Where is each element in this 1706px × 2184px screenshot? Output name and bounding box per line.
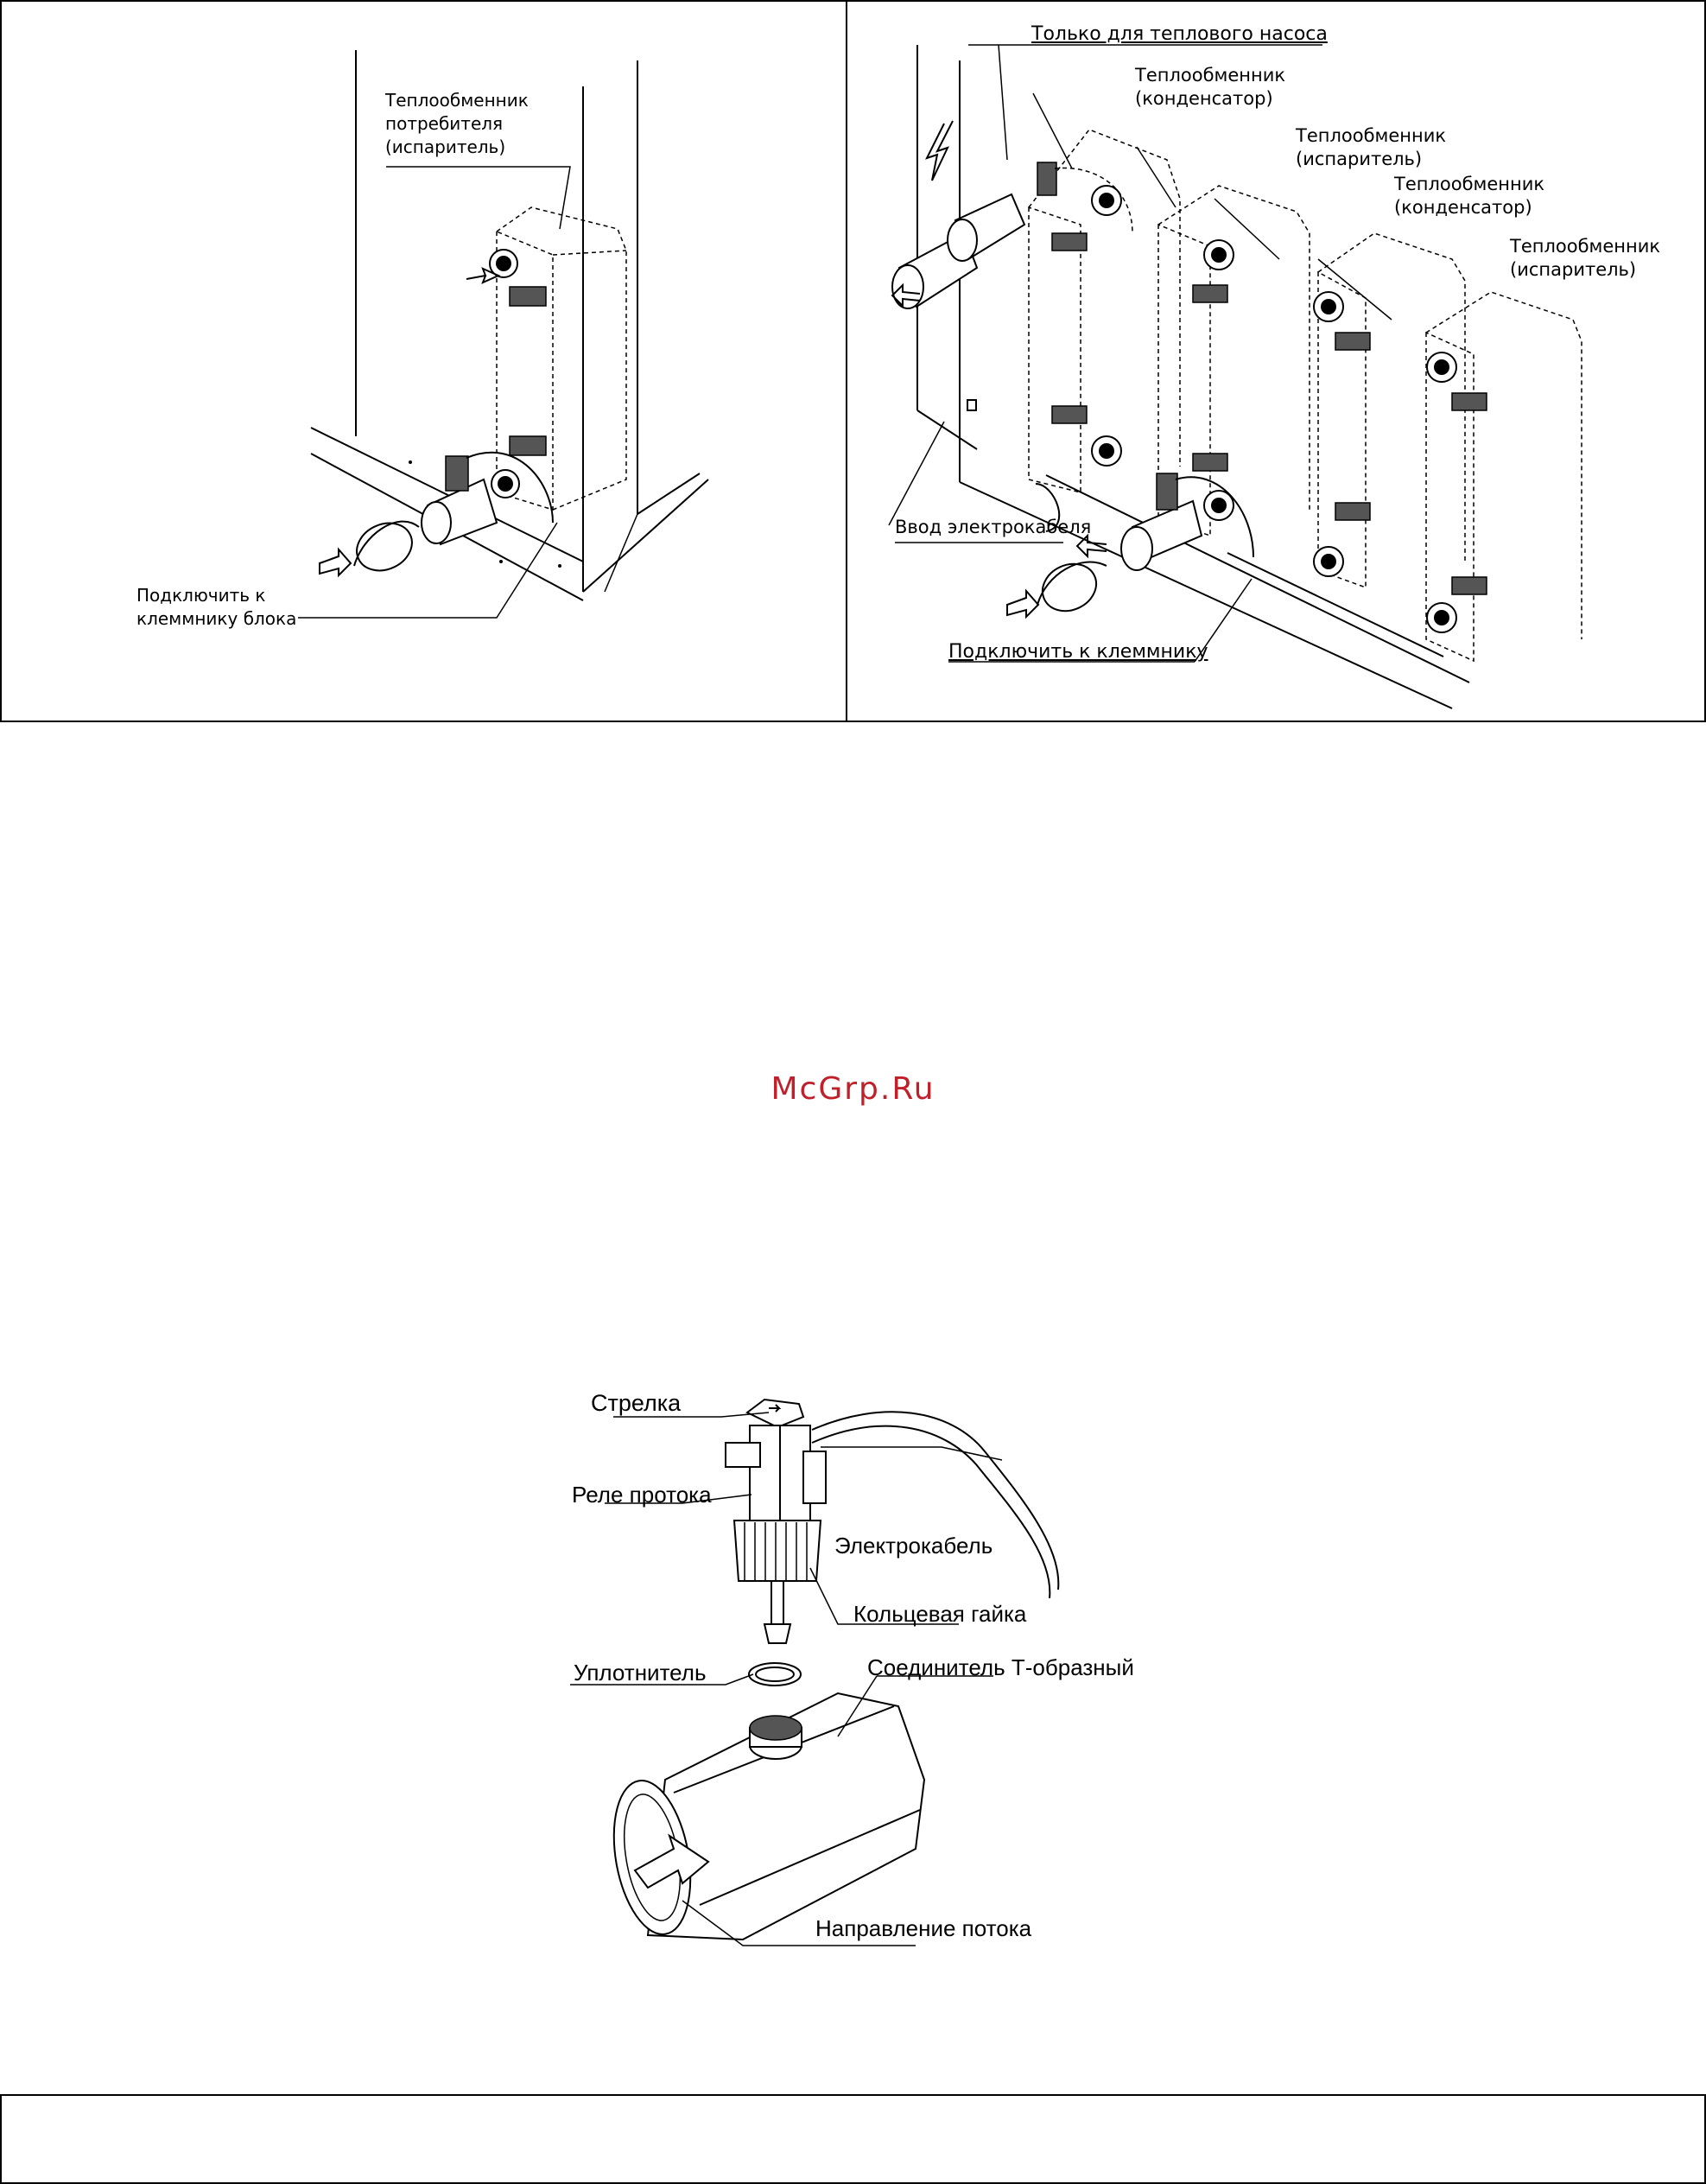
- label-hx-evaporator-2: Теплообменник (испаритель): [1510, 236, 1661, 280]
- label-connect-terminal: Подключить к клеммнику: [948, 641, 1208, 663]
- figure-frame-top: [0, 0, 1706, 722]
- label-seal: Уплотнитель: [574, 1660, 707, 1686]
- label-tee-connector: Соединитель Т-образный: [867, 1654, 1134, 1680]
- heat-exchanger-icon: [888, 44, 1582, 709]
- tee-connector-icon: [646, 1692, 926, 1941]
- figure-divider: [846, 0, 847, 722]
- footer-frame: [0, 2094, 1706, 2184]
- label-ring-nut: Кольцевая гайка: [853, 1601, 1027, 1627]
- arrow-icon: [633, 1833, 710, 1889]
- watermark: McGrp.Ru: [771, 1071, 935, 1107]
- label-hx-condenser-1: Теплообменник (конденсатор): [1135, 65, 1286, 109]
- label-hx-evaporator-1: Теплообменник (испаритель): [1296, 125, 1447, 169]
- label-flow-relay: Реле протока: [572, 1482, 712, 1508]
- label-hx-condenser-2: Теплообменник (конденсатор): [1394, 174, 1545, 218]
- label-heatpump-only: Только для теплового насоса: [1031, 23, 1328, 45]
- label-arrow: Стрелка: [591, 1390, 682, 1416]
- heat-exchanger-icon: [298, 50, 709, 619]
- flow-switch-icon: [570, 1398, 1060, 1946]
- label-connect-terminal-block: Подключить к клеммнику блока: [136, 585, 297, 629]
- label-electric-cable: Электрокабель: [834, 1533, 993, 1559]
- label-consumer-hx: Теплообменник потребителя (испаритель): [385, 90, 529, 157]
- label-cable-entry: Ввод электрокабеля: [895, 517, 1092, 537]
- lightning-icon: [925, 120, 954, 181]
- label-flow-direction: Направление потока: [815, 1915, 1032, 1941]
